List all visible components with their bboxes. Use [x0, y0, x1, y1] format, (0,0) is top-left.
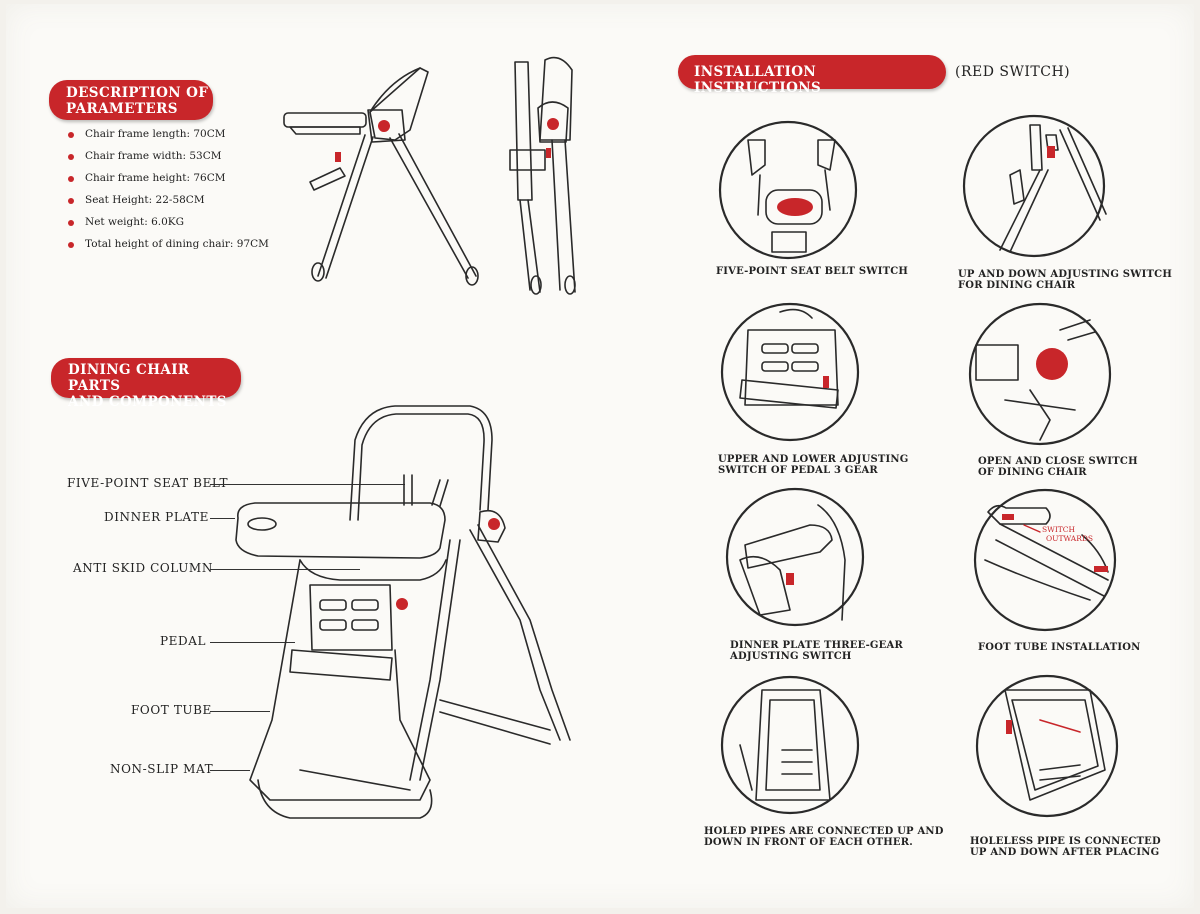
chair-folded-illustration: [509, 56, 576, 295]
param-item: Chair frame width: 53CM: [68, 150, 269, 172]
caption-line: ADJUSTING SWITCH: [730, 651, 852, 662]
leader-line: [210, 569, 360, 570]
red-switch-dot: [786, 573, 794, 585]
step-4-illustration: [968, 302, 1112, 446]
step-caption-5: DINNER PLATE THREE-GEAR ADJUSTING SWITCH: [730, 640, 903, 662]
caption-line: FIVE-POINT SEAT BELT SWITCH: [716, 266, 909, 277]
param-item: Chair frame height: 76CM: [68, 172, 269, 194]
arrow-icon: [1023, 524, 1041, 533]
red-switch-dot: [823, 376, 829, 388]
step-caption-8: HOLELESS PIPE IS CONNECTED UP AND DOWN A…: [970, 836, 1161, 858]
red-switch-dot: [1047, 146, 1055, 158]
parts-title-line2: AND COMPONENTS: [68, 394, 227, 410]
parts-section-title: DINING CHAIR PARTS AND COMPONENTS: [51, 358, 241, 410]
param-item: Net weight: 6.0KG: [68, 216, 269, 238]
red-switch-dot: [335, 152, 341, 162]
chair-main-illustration: [235, 405, 571, 819]
red-switch-dot: [1006, 720, 1012, 734]
caption-line: DOWN IN FRONT OF EACH OTHER.: [704, 837, 913, 848]
red-switch-dot: [777, 198, 813, 216]
params-section-title: DESCRIPTION OF PARAMETERS: [49, 80, 213, 120]
step-7-illustration: [720, 675, 860, 815]
red-switch-dot: [547, 118, 559, 130]
step-caption-1: FIVE-POINT SEAT BELT SWITCH: [716, 266, 908, 277]
caption-line: FOOT TUBE INSTALLATION: [978, 642, 1141, 653]
param-item: Seat Height: 22-58CM: [68, 194, 269, 216]
leader-line: [210, 711, 270, 712]
caption-line: HOLELESS PIPE IS CONNECTED: [970, 836, 1161, 847]
caption-line: UPPER AND LOWER ADJUSTING: [718, 454, 909, 465]
red-switch-dot: [378, 120, 390, 132]
part-label-dinner-plate: DINNER PLATE: [104, 510, 209, 524]
switch-outwards-note-2: OUTWARDS: [1046, 534, 1093, 543]
step-caption-4: OPEN AND CLOSE SWITCH OF DINING CHAIR: [978, 456, 1138, 478]
caption-line: DINNER PLATE THREE-GEAR: [730, 640, 903, 651]
caption-line: HOLED PIPES ARE CONNECTED UP AND: [704, 826, 944, 837]
leader-line: [210, 484, 405, 485]
step-caption-3: UPPER AND LOWER ADJUSTING SWITCH OF PEDA…: [718, 454, 909, 476]
install-section-title: INSTALLATION INSTRUCTIONS: [678, 55, 946, 96]
caption-line: FOR DINING CHAIR: [958, 280, 1076, 291]
step-6-illustration: [973, 488, 1117, 632]
part-label-anti-skid-column: ANTI SKID COLUMN: [73, 561, 213, 575]
red-switch-dot: [1094, 566, 1108, 572]
caption-line: UP AND DOWN ADJUSTING SWITCH: [958, 269, 1172, 280]
caption-line: OPEN AND CLOSE SWITCH: [978, 456, 1138, 467]
part-label-seat-belt: FIVE-POINT SEAT BELT: [67, 476, 229, 490]
switch-outwards-note-1: SWITCH: [1042, 525, 1076, 534]
step-2-illustration: [962, 114, 1107, 258]
step-caption-6: FOOT TUBE INSTALLATION: [978, 642, 1141, 653]
params-title-line2: PARAMETERS: [66, 101, 178, 117]
step-1-illustration: [718, 120, 858, 260]
step-caption-2: UP AND DOWN ADJUSTING SWITCH FOR DINING …: [958, 269, 1172, 291]
step-caption-7: HOLED PIPES ARE CONNECTED UP AND DOWN IN…: [704, 826, 944, 848]
part-label-non-slip-mat: NON-SLIP MAT: [110, 762, 214, 776]
leader-line: [210, 770, 250, 771]
leader-line: [210, 642, 295, 643]
caption-line: OF DINING CHAIR: [978, 467, 1087, 478]
red-switch-dot: [546, 148, 551, 158]
parts-title-line1: DINING CHAIR PARTS: [68, 362, 190, 394]
step-8-illustration: [975, 674, 1119, 818]
caption-line: SWITCH OF PEDAL 3 GEAR: [718, 465, 878, 476]
step-5-illustration: [725, 487, 865, 627]
part-label-pedal: PEDAL: [160, 634, 207, 648]
manual-page: [6, 4, 1194, 908]
step-3-illustration: [720, 302, 860, 442]
param-item: Total height of dining chair: 97CM: [68, 238, 269, 260]
red-switch-dot: [1036, 348, 1068, 380]
param-item: Chair frame length: 70CM: [68, 128, 269, 150]
red-switch-dot: [396, 598, 408, 610]
red-switch-dot: [1002, 514, 1014, 520]
part-label-foot-tube: FOOT TUBE: [131, 703, 212, 717]
red-switch-dot: [488, 518, 500, 530]
leader-line: [210, 518, 235, 519]
params-list: Chair frame length: 70CM Chair frame wid…: [68, 128, 269, 260]
install-subtitle: (RED SWITCH): [955, 64, 1071, 80]
params-title-line1: DESCRIPTION OF: [66, 85, 209, 101]
chair-side-view-illustration: [283, 67, 479, 286]
caption-line: UP AND DOWN AFTER PLACING: [970, 847, 1160, 858]
